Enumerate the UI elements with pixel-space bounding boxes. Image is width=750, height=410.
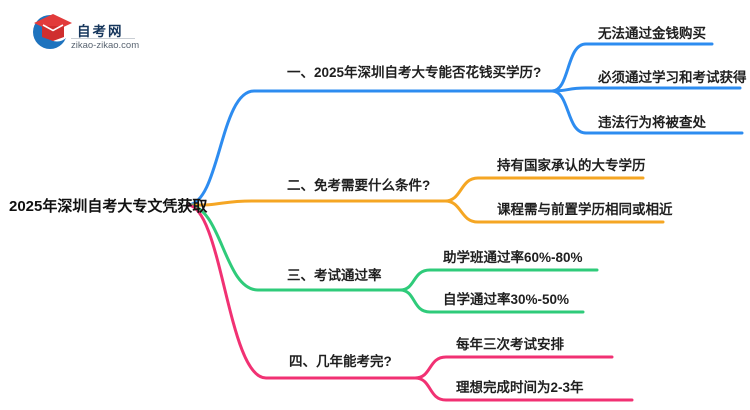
branch2-label: 二、免考需要什么条件? xyxy=(287,178,431,193)
graduation-cap-icon xyxy=(33,14,72,49)
site-name: 自考网 xyxy=(77,24,124,39)
branch3-parent-connector xyxy=(186,203,402,292)
site-logo: 自考网 zikao-zikao.com xyxy=(30,8,150,54)
branch3-child1-connector xyxy=(398,268,599,292)
branch1-child3-connector xyxy=(550,89,744,135)
branch2-child2-label: 课程需与前置学历相同或相近 xyxy=(497,202,673,217)
branch3-child1-label: 助学班通过率60%-80% xyxy=(443,250,583,265)
branch4-parent-connector xyxy=(186,203,417,380)
branch3-label: 三、考试通过率 xyxy=(287,268,382,283)
branch1-child1-label: 无法通过金钱购买 xyxy=(598,26,706,41)
branch4-child2-label: 理想完成时间为2-3年 xyxy=(456,380,584,395)
branch2-parent-connector xyxy=(186,199,447,207)
branch4-child2-connector xyxy=(413,376,634,402)
site-url: zikao-zikao.com xyxy=(71,40,140,51)
branch1-child3-label: 违法行为将被查处 xyxy=(598,115,706,130)
site-name-divider xyxy=(71,38,135,39)
branch1-parent-connector xyxy=(186,89,554,207)
branch4-child1-connector xyxy=(413,355,614,380)
branch1-child2-label: 必须通过学习和考试获得 xyxy=(598,70,747,85)
branch1-child2-connector xyxy=(550,86,742,93)
branch3-child2-label: 自学通过率30%-50% xyxy=(443,292,570,307)
branch4-label: 四、几年能考完? xyxy=(289,354,392,369)
branch4-child1-label: 每年三次考试安排 xyxy=(456,337,564,352)
branch1-child1-connector xyxy=(550,42,714,93)
branch2-child1-label: 持有国家承认的大专学历 xyxy=(497,158,646,173)
branch3-child2-connector xyxy=(398,288,585,314)
root-node-label: 2025年深圳自考大专文凭获取 xyxy=(9,198,208,215)
branch2-child1-connector xyxy=(443,176,645,203)
branch2-child2-connector xyxy=(443,199,665,224)
branch1-label: 一、2025年深圳自考大专能否花钱买学历? xyxy=(287,65,542,80)
root-junction-dot xyxy=(185,202,191,208)
